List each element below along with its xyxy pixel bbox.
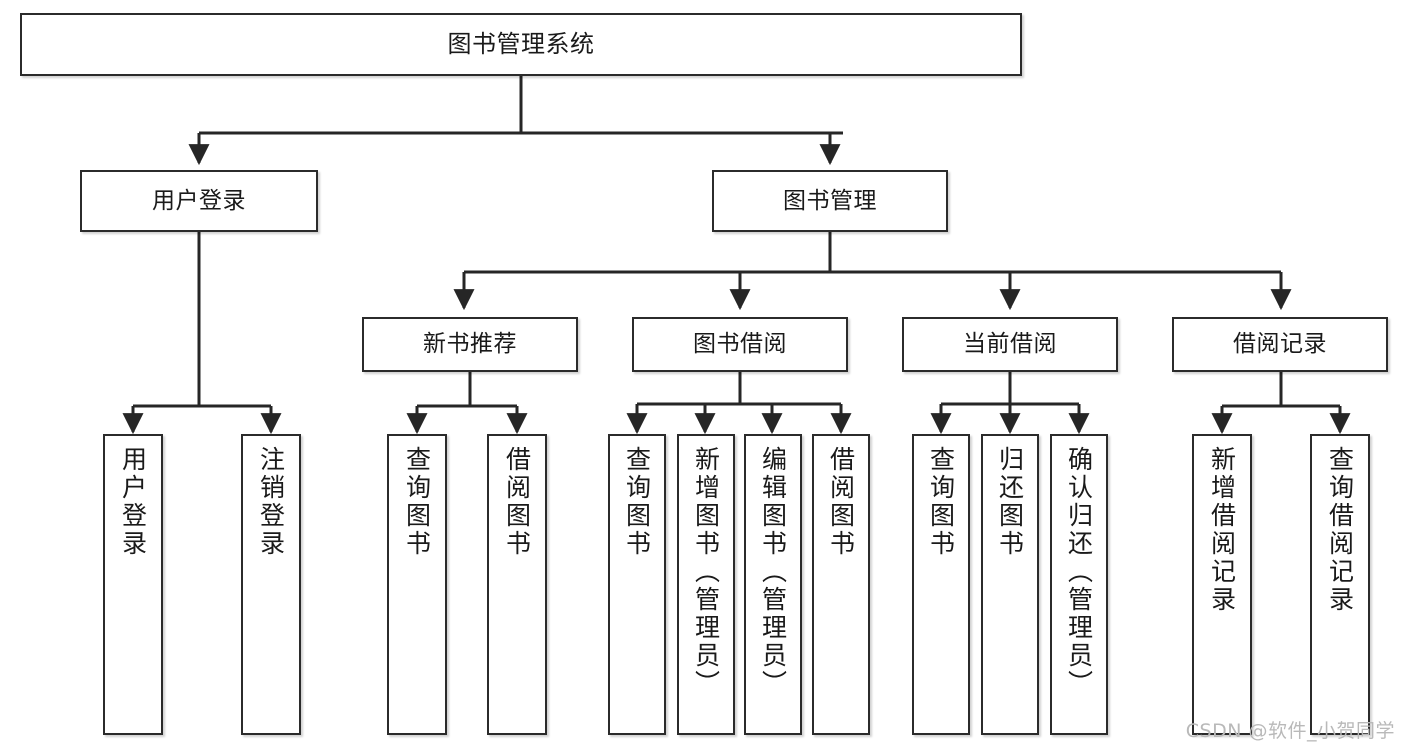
leaf-edit-book-admin[interactable]: 编辑图书（管理员）: [744, 434, 802, 735]
leaf-new-book-query[interactable]: 查询图书: [387, 434, 447, 735]
leaf-borrow-book[interactable]: 借阅图书: [812, 434, 870, 735]
node-book-management-label: 图书管理: [783, 187, 877, 214]
leaf-query-borrow-record[interactable]: 查询借阅记录: [1310, 434, 1370, 735]
leaf-add-book-admin-label: 新增图书（管理员）: [691, 446, 721, 698]
leaf-new-book-query-label: 查询图书: [402, 446, 432, 558]
leaf-add-borrow-record[interactable]: 新增借阅记录: [1192, 434, 1252, 735]
leaf-new-book-borrow[interactable]: 借阅图书: [487, 434, 547, 735]
leaf-borrow-query-book[interactable]: 查询图书: [608, 434, 666, 735]
leaf-current-query-book-label: 查询图书: [926, 446, 956, 558]
leaf-user-login-label: 用户登录: [118, 446, 148, 558]
leaf-add-book-admin[interactable]: 新增图书（管理员）: [677, 434, 735, 735]
node-user-login-label: 用户登录: [152, 187, 246, 214]
leaf-new-book-borrow-label: 借阅图书: [502, 446, 532, 558]
node-new-book-recommend-label: 新书推荐: [423, 331, 517, 358]
node-user-login[interactable]: 用户登录: [80, 170, 318, 232]
leaf-return-book-label: 归还图书: [995, 446, 1025, 558]
node-book-management[interactable]: 图书管理: [712, 170, 948, 232]
node-book-borrow-label: 图书借阅: [693, 331, 787, 358]
node-root-label: 图书管理系统: [447, 29, 595, 58]
leaf-borrow-query-book-label: 查询图书: [622, 446, 652, 558]
leaf-user-login[interactable]: 用户登录: [103, 434, 163, 735]
leaf-borrow-book-label: 借阅图书: [826, 446, 856, 558]
node-borrow-record-label: 借阅记录: [1233, 331, 1327, 358]
leaf-add-borrow-record-label: 新增借阅记录: [1207, 446, 1237, 614]
leaf-confirm-return-admin-label: 确认归还（管理员）: [1064, 446, 1094, 698]
leaf-logout-label: 注销登录: [256, 446, 286, 558]
leaf-edit-book-admin-label: 编辑图书（管理员）: [758, 446, 788, 698]
node-book-borrow[interactable]: 图书借阅: [632, 317, 848, 372]
node-current-borrow-label: 当前借阅: [963, 331, 1057, 358]
leaf-confirm-return-admin[interactable]: 确认归还（管理员）: [1050, 434, 1108, 735]
leaf-logout[interactable]: 注销登录: [241, 434, 301, 735]
leaf-current-query-book[interactable]: 查询图书: [912, 434, 970, 735]
leaf-query-borrow-record-label: 查询借阅记录: [1325, 446, 1355, 614]
node-current-borrow[interactable]: 当前借阅: [902, 317, 1118, 372]
node-root[interactable]: 图书管理系统: [20, 13, 1022, 76]
watermark-text: CSDN @软件_小贺同学: [1185, 720, 1395, 742]
node-borrow-record[interactable]: 借阅记录: [1172, 317, 1388, 372]
node-new-book-recommend[interactable]: 新书推荐: [362, 317, 578, 372]
leaf-return-book[interactable]: 归还图书: [981, 434, 1039, 735]
